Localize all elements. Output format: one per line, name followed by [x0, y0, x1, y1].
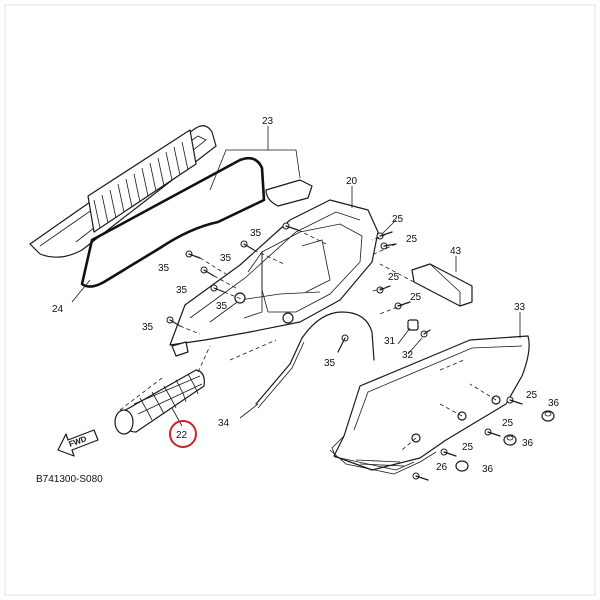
screw-25b	[380, 242, 397, 250]
callout-33: 33	[514, 302, 526, 313]
air-filter-element	[29, 125, 217, 258]
callout-35: 35	[250, 228, 262, 239]
callout-34: 34	[218, 418, 230, 429]
callout-24: 24	[52, 304, 64, 315]
leader-lines	[71, 126, 521, 427]
callout-36: 36	[522, 438, 534, 449]
screw-26	[412, 472, 429, 481]
grommet-36c	[455, 460, 469, 472]
callout-35: 35	[324, 358, 336, 369]
intake-duct	[114, 369, 205, 435]
callout-35: 35	[158, 263, 170, 274]
filter-mesh	[93, 141, 189, 229]
drain-hose	[255, 311, 375, 405]
air-box-cap	[265, 179, 313, 207]
callout-31: 31	[384, 336, 396, 347]
screw-35e	[210, 284, 225, 293]
callout-25: 25	[462, 442, 474, 453]
grommet-36b	[503, 434, 517, 446]
callout-35: 35	[176, 285, 188, 296]
case-boss	[282, 312, 294, 324]
diagram-reference-code: B741300-S080	[36, 474, 103, 485]
diagram-frame	[4, 4, 596, 596]
callout-labels: 23 20 25 25 35 35 35 35 35 35 43 25 25 2…	[52, 116, 560, 475]
screw-32	[420, 329, 431, 338]
callout-35: 35	[216, 301, 228, 312]
screw-35g	[337, 334, 349, 353]
callout-35: 35	[142, 322, 154, 333]
screw-25f	[484, 428, 501, 437]
callout-36: 36	[482, 464, 494, 475]
screw-25g	[440, 448, 457, 457]
callout-22: 22	[176, 430, 188, 441]
forward-arrow: FWD	[57, 429, 99, 457]
callout-43: 43	[450, 246, 462, 257]
callout-23: 23	[262, 116, 274, 127]
callout-20: 20	[346, 176, 358, 187]
screw-35c	[185, 250, 201, 259]
callout-32: 32	[402, 350, 414, 361]
callout-25: 25	[392, 214, 404, 225]
screw-35f	[166, 316, 181, 327]
screw-35d	[200, 266, 215, 277]
air-box-case	[169, 199, 379, 357]
callout-25: 25	[406, 234, 418, 245]
callout-26: 26	[436, 462, 448, 473]
side-cover	[329, 335, 530, 475]
callout-25: 25	[388, 272, 400, 283]
air-box-gasket	[80, 156, 266, 288]
grommet-36a	[541, 410, 555, 422]
screw-25e	[506, 396, 523, 405]
highlight-circle	[169, 420, 197, 448]
case-tab	[171, 341, 189, 357]
grommet-31	[407, 319, 419, 331]
alignment-lines	[119, 229, 497, 451]
callout-25: 25	[410, 292, 422, 303]
screw-35a	[282, 222, 299, 231]
callout-35: 35	[220, 253, 232, 264]
callout-25: 25	[502, 418, 514, 429]
callout-25: 25	[526, 390, 538, 401]
screw-35b	[240, 240, 255, 251]
callout-36: 36	[548, 398, 560, 409]
